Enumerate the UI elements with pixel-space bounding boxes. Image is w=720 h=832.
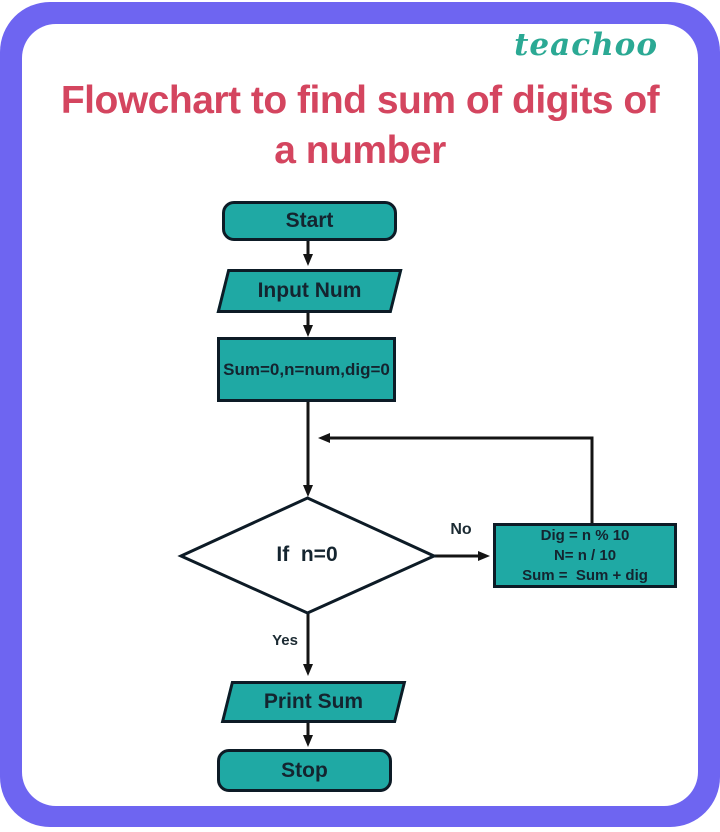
flow-start-terminal: Start (222, 201, 397, 241)
input-label: Input Num (257, 279, 362, 302)
teachoo-logo: teachoo (514, 27, 658, 63)
flow-init-step: Sum=0,n=num,dig=0 (217, 337, 396, 402)
page-title-line2: a number (274, 129, 446, 172)
no-branch-label: No (450, 521, 472, 538)
yes-branch-label: Yes (272, 632, 298, 649)
flow-print-step: Print Sum (220, 681, 407, 723)
loop-line3: Sum = Sum + dig (522, 566, 648, 584)
loop-line1: Dig = n % 10 (540, 526, 630, 544)
loop-line2: N= n / 10 (553, 546, 617, 564)
decision-label: If n=0 (276, 543, 338, 566)
connector-loop-feedback (318, 433, 594, 523)
page-title: Flowchart to find sum of digits of a num… (30, 76, 690, 176)
print-label: Print Sum (263, 690, 364, 713)
decision-diamond-shape (177, 496, 438, 615)
flow-input-step: Input Num (216, 269, 403, 313)
content-card (22, 24, 698, 806)
flow-stop-terminal: Stop (217, 749, 392, 792)
flow-loop-step: Dig = n % 10 N= n / 10 Sum = Sum + dig (493, 523, 677, 588)
page-title-line1: Flowchart to find sum of digits of (60, 79, 660, 122)
